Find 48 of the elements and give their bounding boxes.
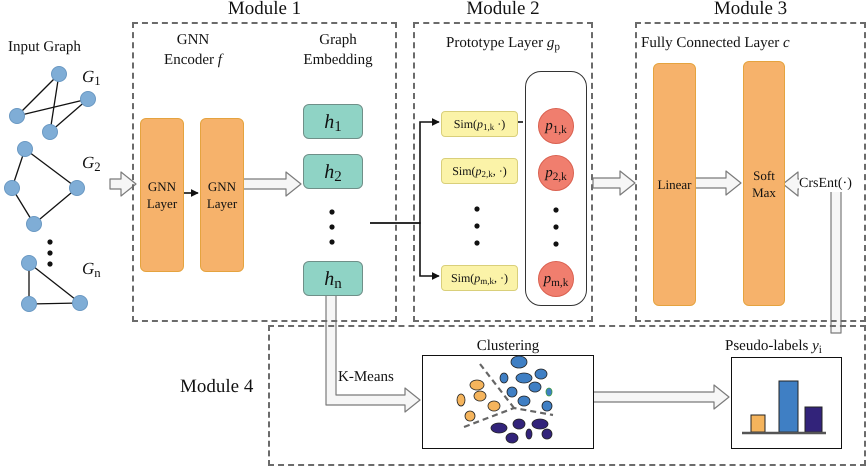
layer-box	[653, 63, 696, 306]
graph-label: G$_{n}$	[82, 258, 101, 282]
block-arrow	[325, 293, 421, 413]
layer-label: Soft Max	[751, 166, 777, 200]
layer-label: Linear	[658, 176, 692, 193]
prototype-label: p$_{2,k}$	[545, 164, 567, 184]
block-arrow	[592, 170, 636, 196]
module-title: Module 4	[180, 375, 254, 399]
encoder-heading: GNN Encoder f	[163, 31, 225, 70]
module-title: Module 1	[228, 0, 302, 20]
layer-heading: Prototype Layer g$_{p}$	[446, 34, 560, 54]
block-arrow	[591, 384, 730, 410]
layer-label: GNN Layer	[206, 178, 238, 212]
embedding-label: h$_{n}$	[324, 266, 342, 294]
prototype-label: p$_{1,k}$	[545, 116, 567, 138]
similarity-label: Sim(p$_{2,k}$, ·)	[452, 163, 507, 180]
similarity-box	[441, 158, 518, 184]
similarity-label: Sim(p$_{1,k}$ ·)	[454, 116, 506, 133]
prototype-label: p$_{m,k}$	[544, 270, 568, 290]
layer-box	[743, 61, 785, 306]
embedding-heading: Graph Embedding	[302, 31, 374, 70]
layer-label: GNN Layer	[146, 178, 178, 212]
module-title: Module 2	[466, 0, 540, 20]
embedding-label: h$_{1}$	[324, 110, 342, 136]
layer-box	[200, 118, 244, 272]
similarity-label: Sim(p$_{m,k}$, ·)	[450, 270, 508, 287]
graph-heading: Input Graph	[8, 38, 81, 57]
block-arrow	[109, 171, 137, 197]
edge-label: CrsEnt(·)	[799, 176, 852, 192]
graph-label: G$_{1}$	[82, 66, 101, 90]
layer-box	[140, 118, 184, 272]
prototype-column	[525, 71, 587, 306]
block-arrow	[241, 171, 302, 197]
graph-label: G$_{2}$	[82, 152, 101, 176]
plot-title: Pseudo-labels y$_{i}$	[725, 337, 822, 358]
embedding-box	[303, 261, 363, 296]
similarity-box	[441, 265, 518, 291]
block-arrow	[693, 170, 742, 196]
embedding-label: h$_{2}$	[324, 160, 342, 186]
arrow	[370, 222, 440, 280]
plot-title: Clustering	[476, 337, 540, 356]
layer-heading: Fully Connected Layer c	[641, 34, 790, 53]
embedding-box	[303, 104, 363, 139]
module-title: Module 3	[714, 0, 788, 20]
embedding-box	[303, 154, 363, 189]
arrow	[182, 189, 199, 197]
similarity-box	[441, 111, 518, 137]
edge-label: K-Means	[338, 368, 394, 387]
